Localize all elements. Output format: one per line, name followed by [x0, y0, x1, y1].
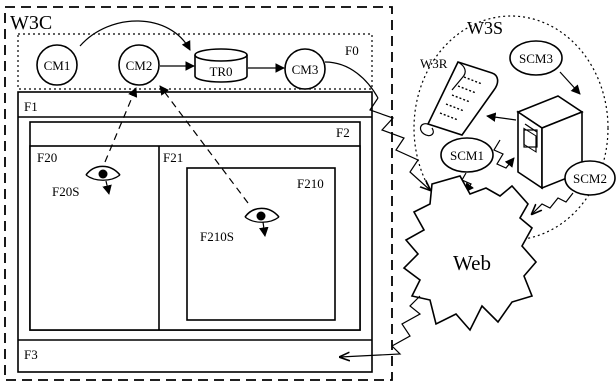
- zigzag-scm1-to-server: [493, 139, 515, 169]
- component-scm2-label: SCM2: [573, 171, 607, 186]
- frame-f3-label: F3: [24, 347, 38, 362]
- zigzag-scm1-to-web: [461, 172, 475, 193]
- web-cloud: Web: [402, 175, 538, 332]
- component-cm1: CM1: [36, 44, 78, 86]
- component-cm2: CM2: [118, 44, 160, 86]
- w3s-label: W3S: [467, 18, 503, 38]
- component-cm3: CM3: [284, 48, 326, 90]
- frame-f0-label: F0: [345, 43, 359, 58]
- w3c-container: [4, 6, 393, 381]
- w3s-container: [413, 15, 609, 241]
- arrow-server-to-w3r: [486, 112, 517, 122]
- w3r-label: W3R: [420, 56, 448, 71]
- component-tr0-label: TR0: [209, 64, 232, 79]
- component-tr0-cylinder: TR0: [194, 48, 248, 83]
- frame-f2-label: F2: [336, 125, 350, 140]
- component-cm1-label: CM1: [44, 58, 71, 73]
- frame-f20-label: F20: [37, 150, 57, 165]
- dashed-f210s-to-cm2: [159, 85, 249, 204]
- sensor-f20s-label: F20S: [52, 184, 79, 199]
- w3c-label: W3C: [10, 12, 52, 34]
- component-cm3-label: CM3: [292, 62, 319, 77]
- dashed-f20s-to-cm2: [104, 87, 138, 163]
- frame-f0: [17, 33, 373, 90]
- zigzag-scm2-to-web: [532, 192, 574, 214]
- frame-f210: [186, 167, 336, 321]
- frame-f210-label: F210: [297, 176, 324, 191]
- component-scm3: SCM3: [509, 40, 563, 76]
- component-scm3-label: SCM3: [519, 51, 553, 66]
- frame-f1-label: F1: [24, 99, 38, 114]
- sensor-f210s-label: F210S: [200, 229, 234, 244]
- component-scm1-label: SCM1: [450, 148, 484, 163]
- component-scm2: SCM2: [564, 160, 616, 196]
- web-label: Web: [453, 251, 491, 275]
- component-scm1: SCM1: [440, 137, 494, 173]
- arrow-cm3-to-web: [369, 97, 430, 190]
- zigzag-web-to-f3: [340, 295, 422, 357]
- eye-icon-f210s: [244, 207, 280, 237]
- arrow-cm1-to-tr0: [79, 20, 191, 51]
- eye-icon-f20s: [85, 165, 121, 195]
- arrow-cm3-curve: [324, 61, 379, 99]
- arrow-scm3-to-server: [559, 71, 581, 95]
- document-scroll-icon: [419, 61, 499, 137]
- frame-f21-label: F21: [163, 150, 183, 165]
- component-cm2-label: CM2: [126, 58, 153, 73]
